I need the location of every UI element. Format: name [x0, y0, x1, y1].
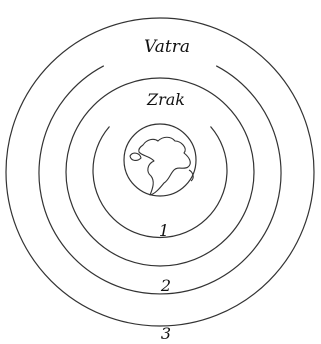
label-1: 1 [159, 221, 169, 240]
label-vatra: Vatra [144, 37, 190, 57]
label-3: 3 [161, 324, 171, 343]
label-2: 2 [160, 276, 171, 295]
label-zrak: Zrak [146, 90, 185, 109]
